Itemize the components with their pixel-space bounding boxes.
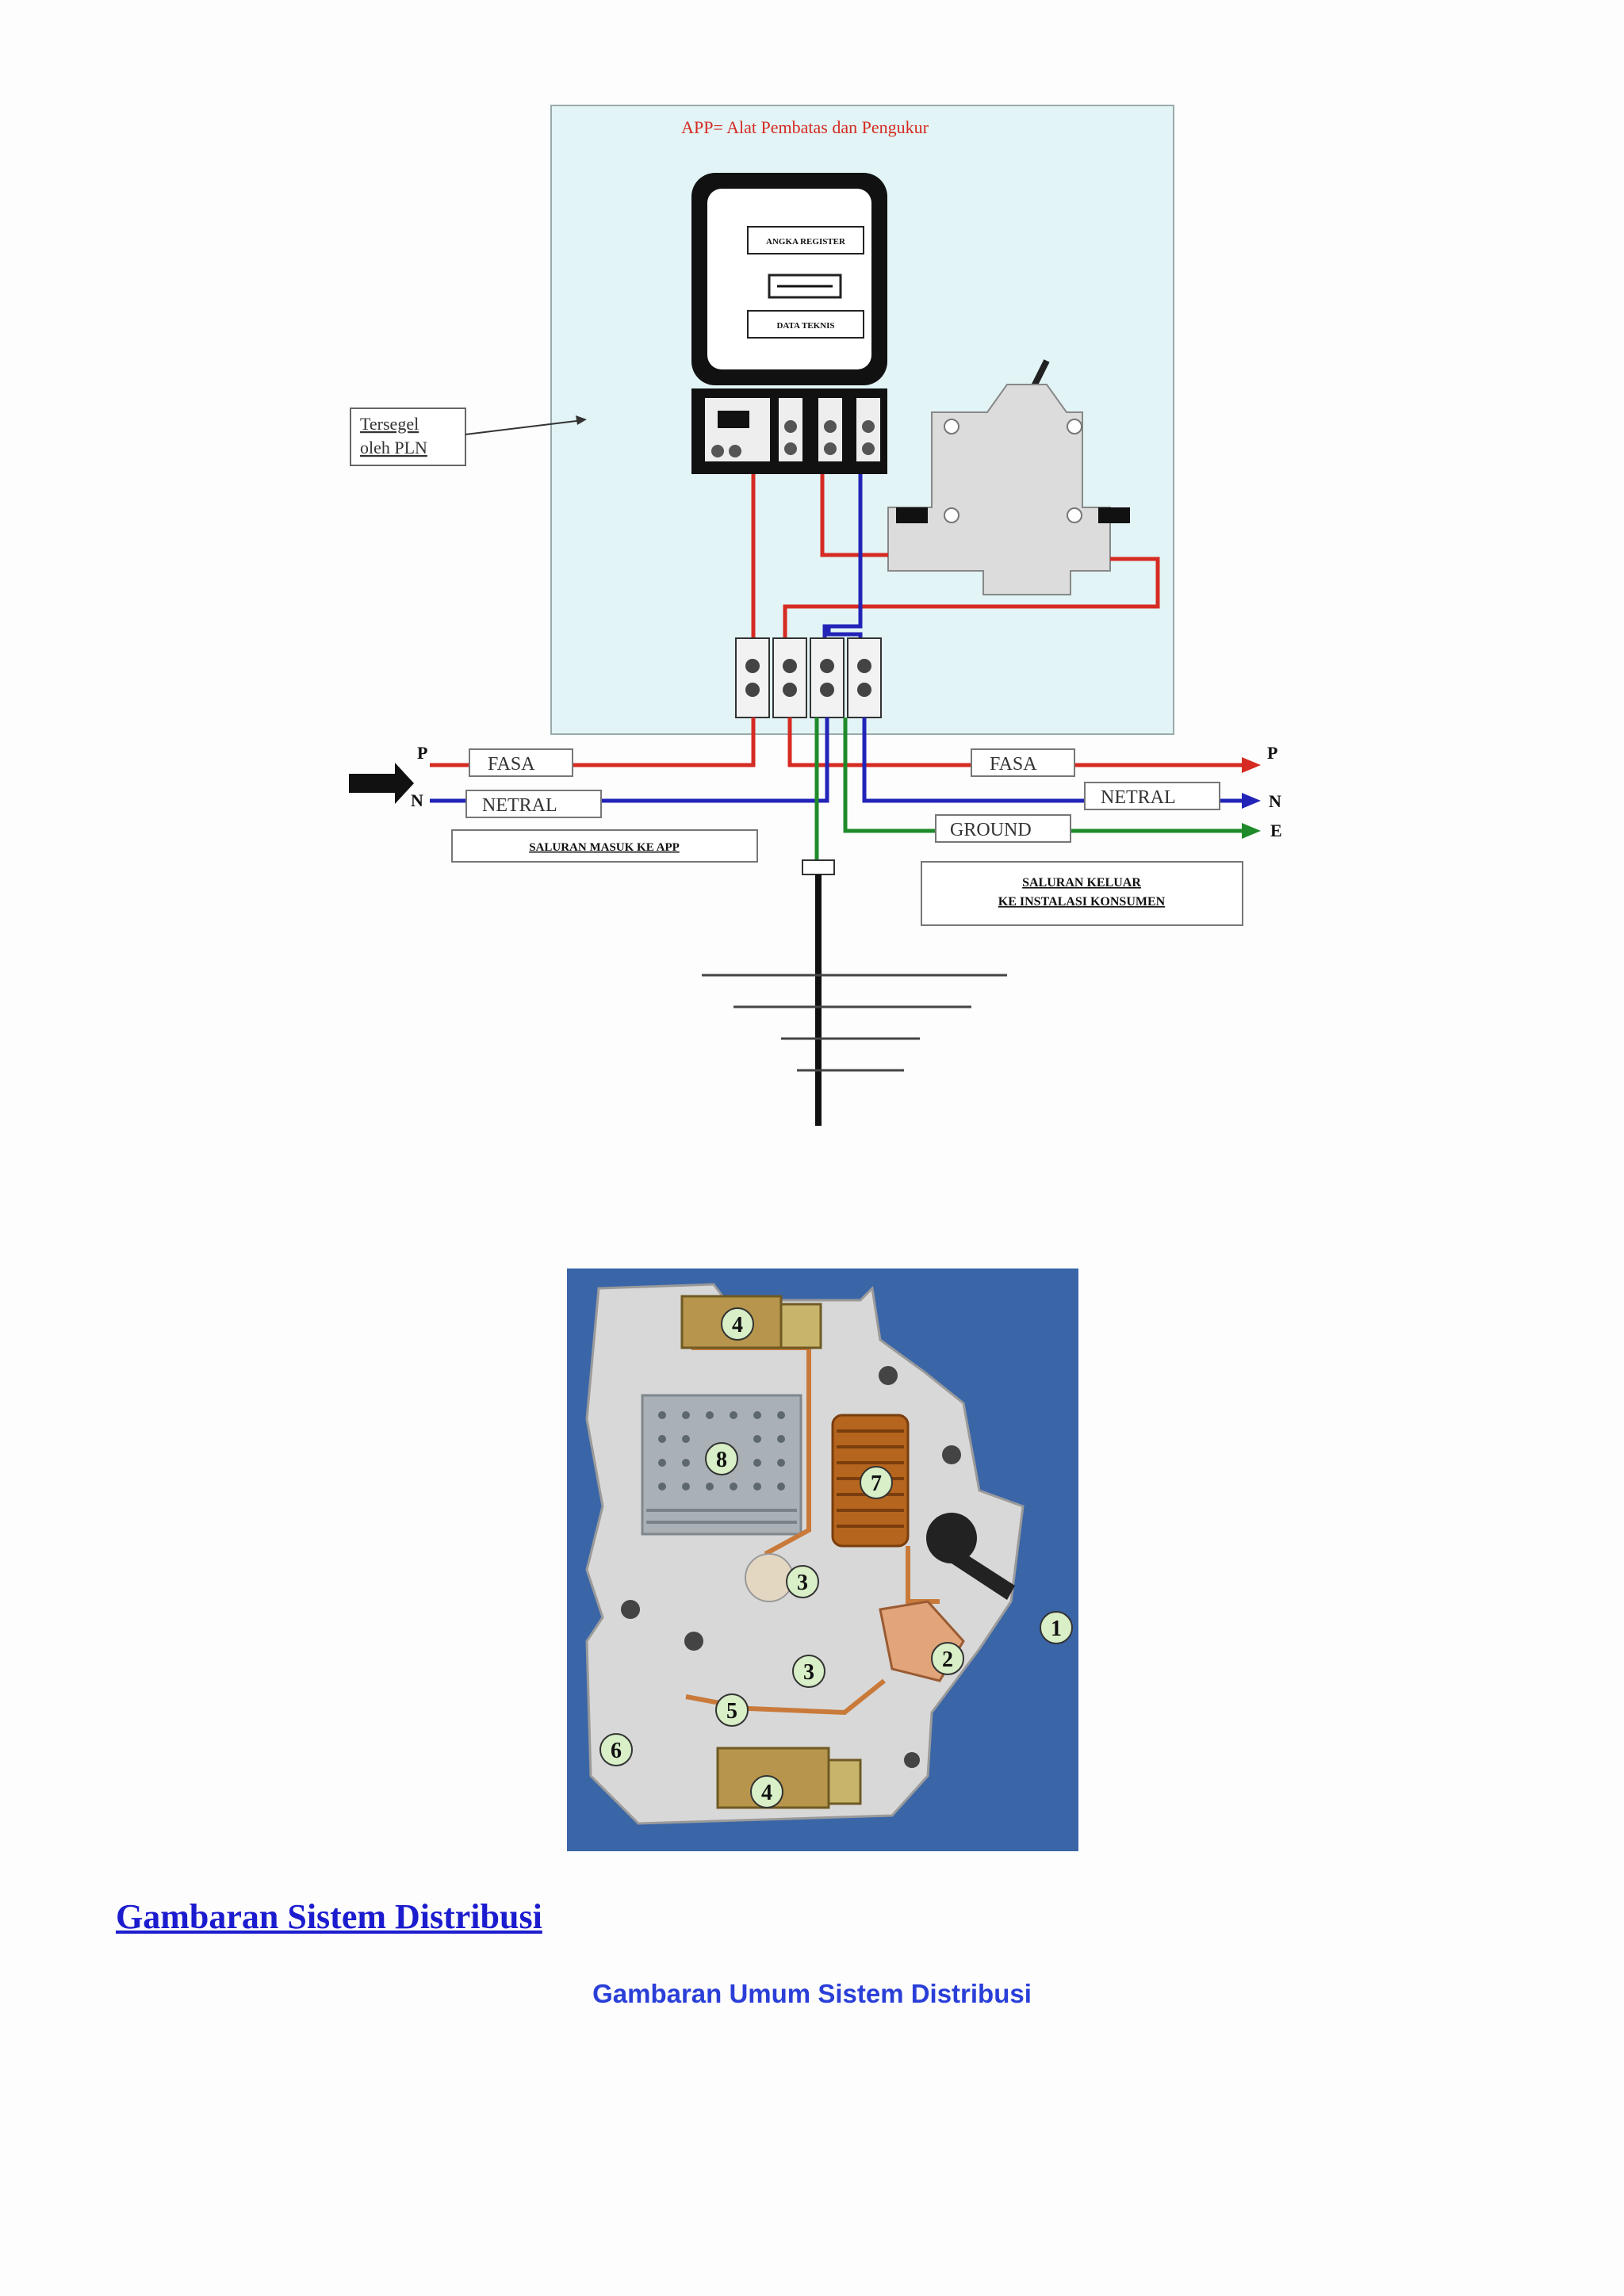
- incoming-label: SALURAN MASUK KE APP: [529, 841, 680, 854]
- callout-4-top: 4: [721, 1307, 754, 1341]
- callout-1: 1: [1040, 1611, 1073, 1644]
- netral-label-out: NETRAL: [1101, 787, 1176, 808]
- kwh-register-box: [747, 226, 864, 254]
- svg-text:5: 5: [726, 1699, 737, 1724]
- app-wiring-diagram: APP= Alat Pembatas dan Pengukur Tersegel…: [349, 105, 1282, 1126]
- mcb-cutaway-photo: 4 8 7 3 1 2 3 5 6 4: [567, 1269, 1078, 1851]
- section-heading-link[interactable]: Gambaran Sistem Distribusi: [116, 1897, 542, 1936]
- phase-letter-out: P: [1267, 743, 1277, 763]
- svg-text:3: 3: [797, 1571, 808, 1595]
- incoming-arrow-icon: [349, 763, 414, 804]
- seal-note-box: [350, 408, 466, 466]
- callout-7: 7: [860, 1466, 893, 1499]
- seal-arrow-head-icon: [576, 415, 587, 425]
- neutral-letter-out: N: [1269, 791, 1281, 811]
- outgoing-label-line2: KE INSTALASI KONSUMEN: [998, 895, 1166, 909]
- fasa-label-out: FASA: [990, 754, 1037, 775]
- seal-note-arrow: [465, 419, 584, 435]
- kwh-data-box: [747, 310, 864, 339]
- callout-3-upper: 3: [786, 1565, 819, 1598]
- callout-2: 2: [931, 1642, 964, 1675]
- svg-text:6: 6: [611, 1739, 622, 1763]
- line-ground-out: [843, 718, 1245, 833]
- mcb-breaker-symbol: [887, 359, 1130, 595]
- svg-text:8: 8: [716, 1448, 727, 1472]
- svg-text:2: 2: [942, 1647, 953, 1672]
- neutral-out-arrow-icon: [1242, 793, 1261, 809]
- arc-chamber-holes: [658, 1411, 785, 1490]
- toggle-lever: [926, 1513, 977, 1563]
- netral-label-in: NETRAL: [482, 795, 557, 816]
- fasa-label-in: FASA: [488, 754, 535, 775]
- callout-4-bottom: 4: [750, 1775, 783, 1808]
- ground-out-arrow-icon: [1242, 823, 1261, 839]
- seal-note-line2: oleh PLN: [360, 438, 427, 457]
- terminal-strip: [735, 637, 882, 718]
- phase-out-arrow-icon: [1242, 757, 1261, 773]
- line-phase-out: [787, 718, 1245, 767]
- meter-terminals: [705, 398, 880, 461]
- svg-text:4: 4: [732, 1313, 743, 1337]
- svg-text:1: 1: [1051, 1617, 1062, 1641]
- earth-letter-out: E: [1270, 821, 1282, 840]
- section-subheading: Gambaran Umum Sistem Distribusi: [592, 1979, 1032, 2008]
- svg-text:4: 4: [761, 1781, 772, 1805]
- earth-symbol-icon: [702, 974, 1007, 1072]
- wire-phase-meter-to-mcb: [820, 474, 888, 557]
- seal-note-line1: Tersegel: [360, 414, 419, 434]
- meter-top-label: ANGKA REGISTER: [766, 237, 846, 247]
- app-title: APP= Alat Pembatas dan Pengukur: [681, 117, 929, 137]
- svg-text:3: 3: [803, 1660, 814, 1685]
- callout-5: 5: [715, 1693, 749, 1727]
- ground-clamp: [802, 859, 835, 875]
- outgoing-label-line1: SALURAN KELUAR: [1022, 876, 1141, 890]
- mounting-holes: [621, 1366, 961, 1768]
- callout-3-lower: 3: [792, 1655, 825, 1688]
- phase-letter-in: P: [417, 743, 427, 763]
- meter-bottom-label: DATA TEKNIS: [776, 321, 834, 331]
- neutral-letter-in: N: [411, 790, 423, 810]
- ground-label: GROUND: [950, 820, 1032, 840]
- wire-phase-mcb-out: [783, 557, 1160, 650]
- svg-text:7: 7: [871, 1471, 882, 1496]
- callout-8: 8: [705, 1442, 738, 1475]
- callout-6: 6: [599, 1733, 633, 1766]
